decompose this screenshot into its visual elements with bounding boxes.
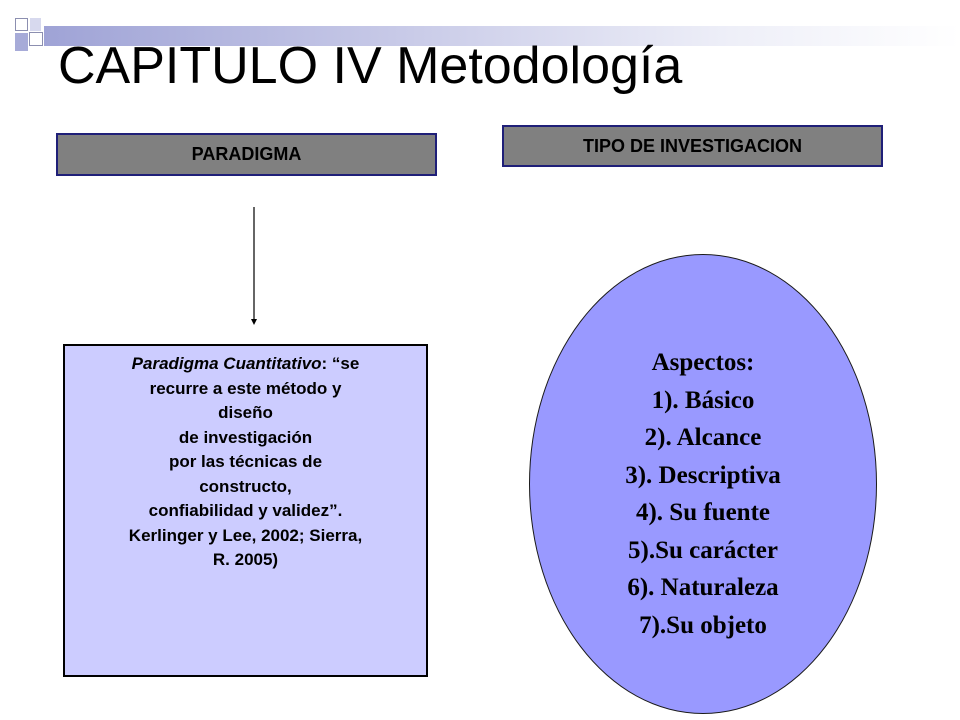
aspects-list: Aspectos: 1). Básico 2). Alcance 3). Des…	[529, 344, 877, 644]
aspects-ellipse	[529, 254, 877, 714]
down-arrow-icon	[251, 207, 257, 325]
aspect-item: 3). Descriptiva	[625, 461, 781, 489]
aspect-item: 4). Su fuente	[635, 499, 771, 526]
description-line: de investigación	[178, 427, 313, 447]
paradigma-header-label: PARADIGMA	[191, 144, 302, 164]
description-line: Paradigma Cuantitativo: “se	[75, 352, 416, 377]
aspects-heading: Aspectos:	[651, 349, 755, 376]
paradigma-description-box: Paradigma Cuantitativo: “se recurre a es…	[63, 344, 428, 677]
decor-square-outline-top	[15, 18, 28, 31]
description-line: Kerlinger y Lee, 2002; Sierra,	[128, 525, 363, 545]
aspect-item: 5).Su carácter	[628, 536, 778, 564]
aspect-item: 6). Naturaleza	[627, 574, 779, 601]
decor-square-filled-light	[30, 18, 41, 31]
title-gradient-bar	[44, 26, 960, 46]
description-line: R. 2005)	[212, 550, 279, 569]
description-line: diseño	[218, 403, 273, 422]
aspect-item: 1). Básico	[651, 386, 755, 414]
decor-square-filled-dark	[15, 33, 28, 51]
paradigma-header-box: PARADIGMA	[56, 133, 437, 176]
aspect-item: 2). Alcance	[644, 424, 762, 451]
description-italic-term: Paradigma Cuantitativo	[131, 354, 322, 373]
description-text: : “se	[321, 354, 360, 373]
tipo-investigacion-header-box: TIPO DE INVESTIGACION	[502, 125, 883, 167]
description-line: por las técnicas de	[168, 452, 323, 471]
description-line: confiabilidad y validez”.	[148, 501, 343, 520]
description-line: constructo,	[199, 476, 292, 496]
description-line: recurre a este método y	[149, 378, 342, 398]
aspect-item: 7).Su objeto	[639, 611, 767, 639]
tipo-investigacion-header-label: TIPO DE INVESTIGACION	[582, 135, 803, 156]
decor-square-outline-bottom	[29, 32, 43, 46]
slide-title: CAPITULO IV Metodología	[58, 37, 683, 95]
